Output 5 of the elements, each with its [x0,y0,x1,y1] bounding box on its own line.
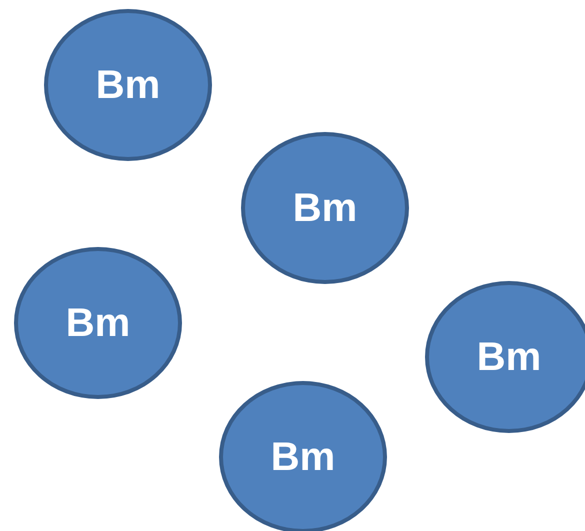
node-label: Bm [476,335,542,379]
node-label: Bm [96,63,160,107]
node-label: Bm [270,435,336,479]
node-label: Bm [292,186,358,230]
node-label: Bm [66,301,130,345]
